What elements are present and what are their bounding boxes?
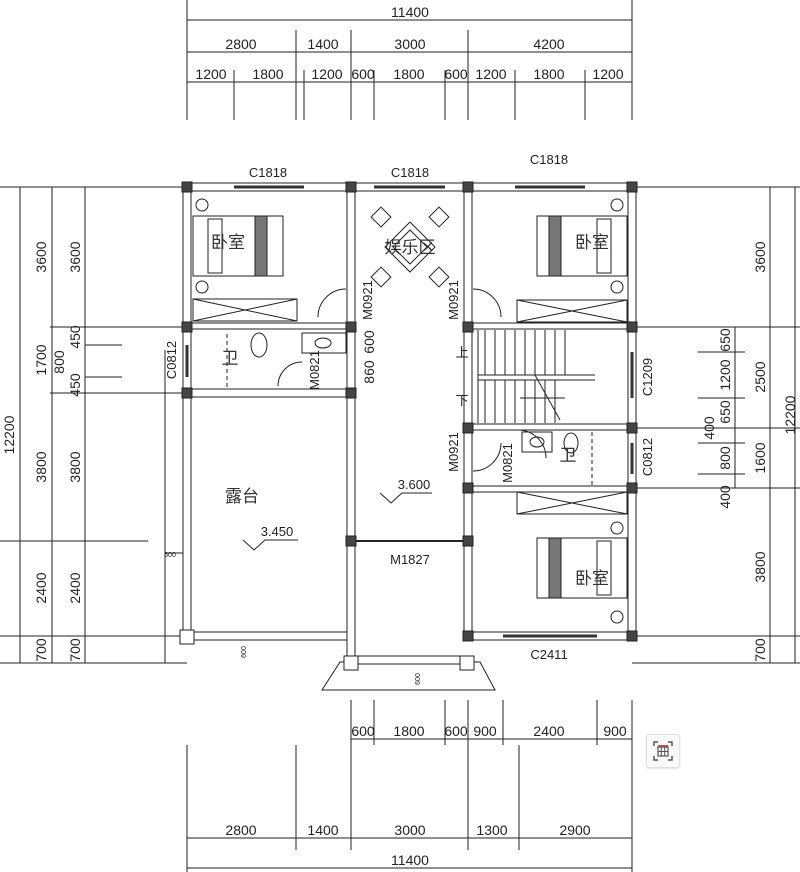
dim-right-total: 12200	[782, 395, 798, 434]
table-icon	[653, 741, 673, 761]
dim-label: 450	[67, 373, 83, 397]
window-label: C0812	[640, 438, 655, 476]
windows	[185, 185, 634, 638]
elevation-terrace: 3.450	[261, 524, 294, 539]
dim-label: 1700	[33, 344, 49, 375]
elevation-hall: 3.600	[398, 477, 431, 492]
window-label: C1818	[249, 165, 287, 180]
dim-label: 1600	[752, 442, 768, 473]
dim-label: 2400	[67, 572, 83, 603]
dim-left-total: 12200	[1, 415, 17, 454]
dim-label: 2500	[752, 361, 768, 392]
dim-label: 600	[361, 330, 377, 354]
dim-label: 900	[473, 723, 497, 739]
door-label: M0921	[446, 432, 461, 472]
door-label: M0821	[307, 350, 322, 390]
dim-label: 3600	[67, 241, 83, 272]
door-label: M0921	[446, 280, 461, 320]
dim-label: 860	[361, 360, 377, 384]
opening-labels: C1818 C1818 C1818 C0812 C1209 C0812 C241…	[164, 152, 655, 662]
stairs-up-label: 上	[455, 345, 468, 360]
dim-small: 600	[164, 552, 176, 559]
window-label: C1818	[530, 152, 568, 167]
dim-label: 1200	[475, 66, 506, 82]
dim-label: 1400	[307, 822, 338, 838]
dim-label: 650	[717, 328, 733, 352]
dim-label: 800	[51, 350, 67, 374]
window-label: C0812	[164, 341, 179, 379]
dim-small: 600	[415, 673, 422, 685]
dim-label: 3600	[752, 241, 768, 272]
dimension-labels: 11400 2800 1400 3000 4200 1200 1800 1200…	[1, 4, 798, 868]
window-label: C1818	[391, 165, 429, 180]
dim-label: 400	[717, 485, 733, 509]
dim-label: 1200	[717, 359, 733, 390]
dim-label: 600	[444, 723, 468, 739]
dim-label: 3800	[33, 451, 49, 482]
terrace-parapet	[182, 392, 496, 691]
dim-label: 600	[351, 66, 375, 82]
dim-label: 3000	[394, 822, 425, 838]
door-label: M0921	[360, 280, 375, 320]
table-view-button[interactable]	[646, 734, 680, 768]
dim-label: 900	[603, 723, 627, 739]
dim-label: 650	[717, 400, 733, 424]
dim-label: 1200	[311, 66, 342, 82]
dim-label: 3000	[394, 36, 425, 52]
dim-label: 700	[752, 638, 768, 662]
elevation-markers: 3.600 3.450	[242, 477, 432, 551]
dim-label: 1200	[592, 66, 623, 82]
dim-label: 400	[701, 416, 717, 440]
dim-label: 3800	[67, 451, 83, 482]
dim-label: 600	[444, 66, 468, 82]
dim-label: 700	[33, 638, 49, 662]
window-label: C2411	[530, 647, 567, 662]
dim-top-total: 11400	[391, 4, 429, 20]
window-label: C1209	[640, 358, 655, 396]
dim-label: 2900	[559, 822, 590, 838]
room-label-bedroom: 卧室	[575, 569, 609, 589]
dim-label: 700	[67, 638, 83, 662]
dim-label: 1800	[252, 66, 283, 82]
dim-label: 450	[67, 325, 83, 349]
dim-bottom-total: 11400	[391, 852, 429, 868]
door-label: M0821	[500, 443, 515, 483]
dim-label: 800	[717, 446, 733, 470]
room-label-terrace: 露台	[225, 487, 259, 507]
dim-label: 3800	[752, 551, 768, 582]
room-label-bedroom: 卧室	[575, 233, 609, 253]
door-label: M1827	[390, 552, 430, 567]
room-labels: 卧室 卧室 卧室 娱乐区 卫 卫 露台 上 下	[211, 233, 609, 589]
dim-label: 2400	[33, 572, 49, 603]
dim-label: 1400	[307, 36, 338, 52]
dim-label: 600	[351, 723, 375, 739]
stairs-down-label: 下	[455, 393, 468, 408]
dim-label: 4200	[533, 36, 564, 52]
dim-label: 2400	[533, 723, 564, 739]
dim-label: 1300	[476, 822, 507, 838]
dim-label: 2800	[225, 822, 256, 838]
dim-label: 1800	[393, 723, 424, 739]
dim-label: 3600	[33, 241, 49, 272]
dim-small: 600	[241, 646, 248, 658]
dim-label: 2800	[225, 36, 256, 52]
room-label-entertainment: 娱乐区	[385, 238, 436, 258]
dim-label: 1200	[195, 66, 226, 82]
furniture	[192, 198, 628, 624]
dim-label: 1800	[393, 66, 424, 82]
dim-label: 1800	[533, 66, 564, 82]
room-label-bedroom: 卧室	[211, 233, 245, 253]
structural-columns	[179, 181, 638, 671]
room-label-bathroom: 卫	[222, 349, 239, 369]
staircase	[477, 330, 595, 423]
room-label-bathroom: 卫	[560, 446, 577, 466]
